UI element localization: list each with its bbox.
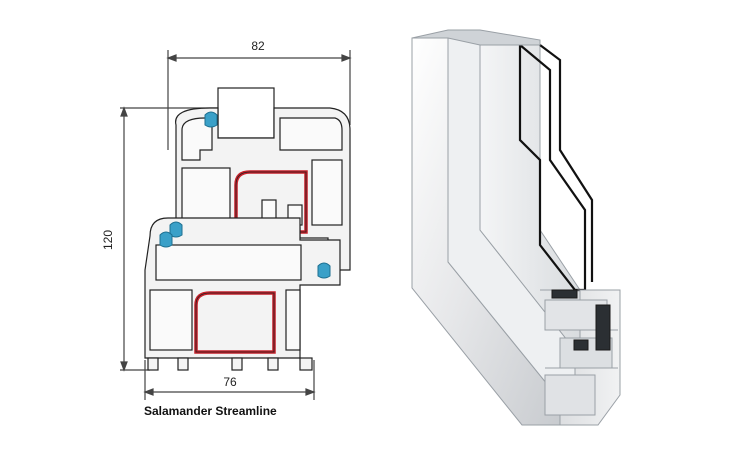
window-corner-render: [411, 29, 621, 426]
left-dimension: [120, 106, 230, 372]
bottom-dimension: [143, 360, 316, 400]
diagram-caption: Salamander Streamline: [144, 404, 277, 418]
frame-depth-label: 82: [251, 39, 265, 53]
cross-section-drawing: [120, 50, 352, 400]
overall-height-label: 120: [101, 230, 115, 250]
top-dimension: [166, 50, 352, 150]
glazing-pocket: [217, 87, 275, 139]
gasket-seals: [159, 111, 331, 279]
sash-depth-label: 76: [223, 375, 237, 389]
